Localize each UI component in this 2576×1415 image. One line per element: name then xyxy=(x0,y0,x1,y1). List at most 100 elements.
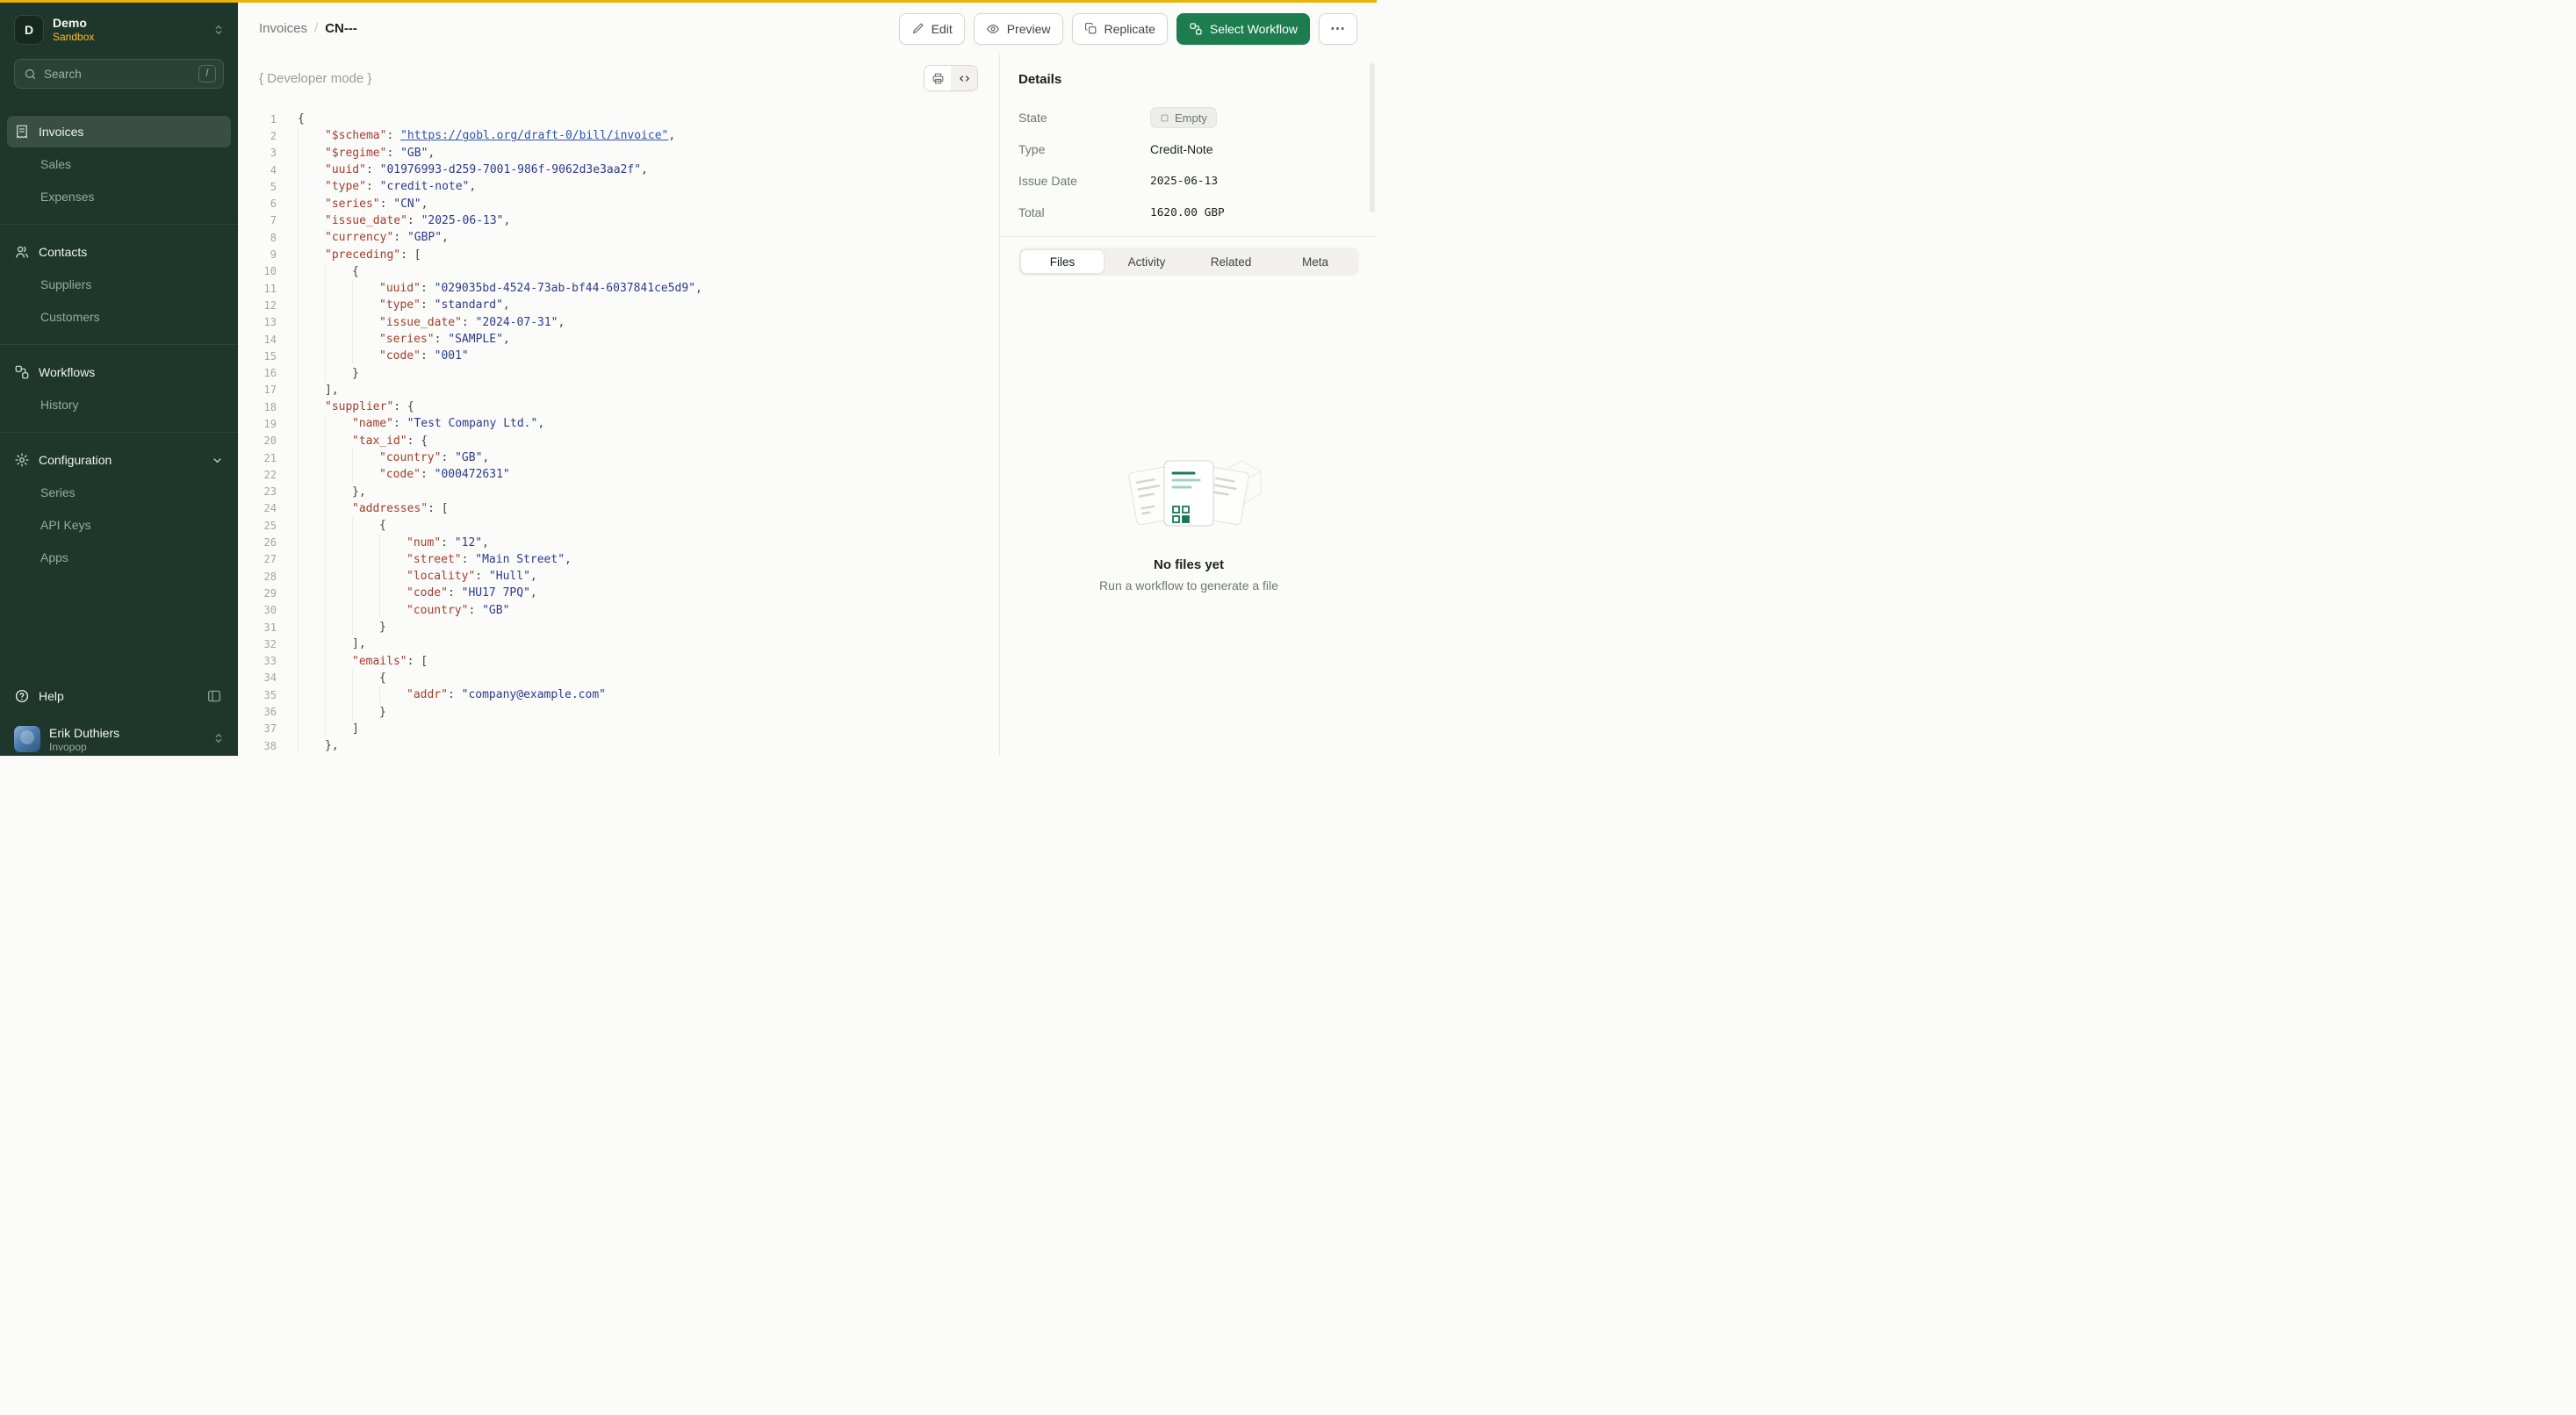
line-number: 32 xyxy=(263,637,277,650)
invoice-icon xyxy=(14,124,30,140)
sidebar-item-apps[interactable]: Apps xyxy=(7,542,231,573)
state-badge: Empty xyxy=(1150,107,1217,128)
document-view-button[interactable] xyxy=(925,66,951,90)
tab-files[interactable]: Files xyxy=(1020,249,1105,274)
line-number: 19 xyxy=(263,417,277,430)
line-number: 10 xyxy=(263,265,277,278)
empty-state-subtitle: Run a workflow to generate a file xyxy=(1099,578,1278,593)
replicate-button[interactable]: Replicate xyxy=(1071,12,1168,45)
search-placeholder: Search xyxy=(44,67,82,81)
sidebar: D Demo Sandbox Search / Invoices Sales E… xyxy=(0,0,238,756)
code-line: 22"code": "000472631" xyxy=(259,466,999,484)
line-number: 31 xyxy=(263,621,277,634)
sidebar-item-expenses[interactable]: Expenses xyxy=(7,181,231,212)
line-number: 12 xyxy=(263,298,277,312)
tab-related[interactable]: Related xyxy=(1189,249,1273,274)
sidebar-item-workflows[interactable]: Workflows xyxy=(7,356,231,388)
code-line: 4"uuid": "01976993-d259-7001-986f-9062d3… xyxy=(259,161,999,179)
code-line: 11"uuid": "029035bd-4524-73ab-bf44-60378… xyxy=(259,279,999,298)
code-icon xyxy=(958,72,971,85)
sidebar-item-api-keys[interactable]: API Keys xyxy=(7,509,231,541)
breadcrumb-invoices-link[interactable]: Invoices xyxy=(259,21,308,36)
workspace-switcher[interactable]: D Demo Sandbox xyxy=(0,3,238,54)
user-name: Erik Duthiers xyxy=(49,726,120,740)
workspace-name: Demo xyxy=(53,16,87,30)
eye-icon xyxy=(986,22,1000,36)
user-menu[interactable]: Erik Duthiers Invopop xyxy=(0,715,238,756)
sidebar-item-help[interactable]: Help xyxy=(14,688,201,704)
code-line: 12"type": "standard", xyxy=(259,297,999,314)
sidebar-item-label: Series xyxy=(40,485,76,499)
sidebar-item-label: Workflows xyxy=(39,365,96,379)
code-line: 9"preceding": [ xyxy=(259,246,999,263)
select-workflow-button[interactable]: Select Workflow xyxy=(1176,12,1310,45)
tab-meta[interactable]: Meta xyxy=(1273,249,1357,274)
code-lines: 1{2"$schema": "https://gobl.org/draft-0/… xyxy=(259,111,999,755)
more-actions-button[interactable]: ⋯ xyxy=(1319,12,1357,45)
line-number: 8 xyxy=(270,231,277,244)
json-editor[interactable]: 1{2"$schema": "https://gobl.org/draft-0/… xyxy=(238,95,999,755)
code-line: 38}, xyxy=(259,736,999,755)
select-workflow-label: Select Workflow xyxy=(1209,21,1298,36)
line-number: 34 xyxy=(263,672,277,685)
sidebar-collapse-button[interactable] xyxy=(201,683,227,709)
code-line: 23}, xyxy=(259,483,999,500)
help-icon xyxy=(14,688,30,704)
code-line: 16} xyxy=(259,364,999,382)
user-avatar xyxy=(14,726,40,752)
breadcrumb-separator: / xyxy=(314,21,319,36)
code-line: 19"name": "Test Company Ltd.", xyxy=(259,415,999,433)
code-line: 6"series": "CN", xyxy=(259,195,999,212)
sidebar-item-customers[interactable]: Customers xyxy=(7,301,231,333)
sidebar-item-invoices[interactable]: Invoices xyxy=(7,116,231,147)
detail-value: 1620.00 GBP xyxy=(1150,205,1225,219)
line-number: 9 xyxy=(270,248,277,262)
code-line: 1{ xyxy=(259,111,999,127)
code-line: 33"emails": [ xyxy=(259,652,999,670)
breadcrumb: Invoices / CN--- xyxy=(259,21,899,36)
line-number: 22 xyxy=(263,468,277,481)
line-number: 7 xyxy=(270,214,277,227)
code-view-button[interactable] xyxy=(951,66,977,90)
line-number: 4 xyxy=(270,163,277,176)
line-number: 3 xyxy=(270,147,277,160)
line-number: 36 xyxy=(263,706,277,719)
sidebar-item-history[interactable]: History xyxy=(7,389,231,420)
line-number: 25 xyxy=(263,519,277,532)
sidebar-item-contacts[interactable]: Contacts xyxy=(7,236,231,268)
line-number: 17 xyxy=(263,384,277,397)
search-input[interactable]: Search / xyxy=(14,59,224,89)
header-actions: Edit Preview Replicate Select Workflow ⋯ xyxy=(898,12,1357,45)
preview-button[interactable]: Preview xyxy=(973,12,1063,45)
panel-left-icon xyxy=(206,688,222,704)
edit-label: Edit xyxy=(931,21,953,36)
tab-activity[interactable]: Activity xyxy=(1105,249,1189,274)
detail-label: Type xyxy=(1018,142,1046,156)
code-line: 17], xyxy=(259,381,999,399)
line-number: 21 xyxy=(263,451,277,464)
sidebar-item-label: Expenses xyxy=(40,190,95,204)
scrollbar[interactable] xyxy=(1370,63,1375,212)
line-number: 38 xyxy=(263,739,277,752)
panel-divider xyxy=(1001,236,1377,237)
sidebar-footer: Help Erik Duthiers Invopop xyxy=(0,677,238,756)
sidebar-item-series[interactable]: Series xyxy=(7,477,231,508)
line-number: 5 xyxy=(270,180,277,193)
sidebar-item-label: Customers xyxy=(40,310,100,324)
sidebar-item-label: Invoices xyxy=(39,125,84,139)
details-title: Details xyxy=(1018,72,1062,87)
sidebar-item-sales[interactable]: Sales xyxy=(7,148,231,180)
edit-button[interactable]: Edit xyxy=(898,12,965,45)
code-line: 8"currency": "GBP", xyxy=(259,229,999,247)
search-icon xyxy=(24,68,37,81)
detail-label: State xyxy=(1018,111,1047,125)
code-line: 30"country": "GB" xyxy=(259,601,999,619)
code-line: 20"tax_id": { xyxy=(259,432,999,449)
sidebar-item-configuration[interactable]: Configuration xyxy=(7,444,231,476)
code-line: 28"locality": "Hull", xyxy=(259,568,999,585)
empty-state-title: No files yet xyxy=(1153,557,1225,572)
sidebar-item-suppliers[interactable]: Suppliers xyxy=(7,269,231,300)
details-panel: Details State Empty Type Credit-Note Iss… xyxy=(1001,54,1377,756)
sidebar-item-label: Sales xyxy=(40,157,72,171)
line-number: 29 xyxy=(263,586,277,600)
